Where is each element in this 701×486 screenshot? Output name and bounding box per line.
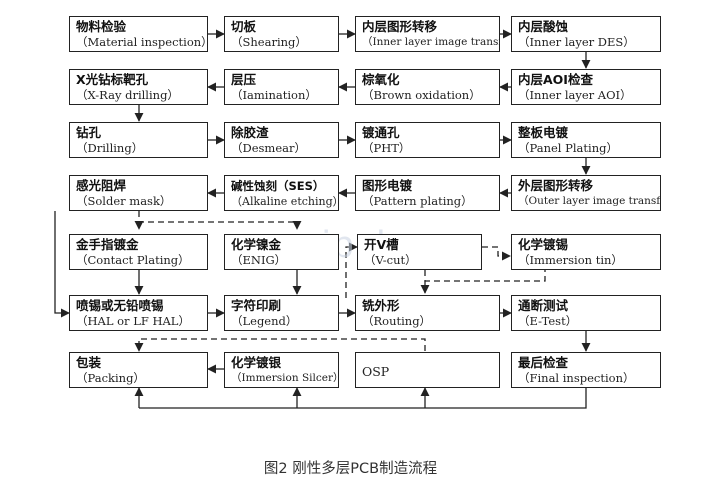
arrow-solder-to-hal [54, 211, 70, 318]
step-zh-label: 包装 [76, 355, 102, 370]
step-en-label: （Legend） [231, 314, 298, 328]
step-en-label: （Immersion Silcer） [231, 372, 339, 384]
step-zh-label: 棕氧化 [362, 72, 400, 87]
step-osp: OSP [355, 352, 500, 388]
step-zh-label: 图形电镀 [362, 178, 413, 193]
step-material-inspection: 物料检验 （Material inspection） [69, 16, 208, 52]
step-zh-label: 字符印刷 [231, 298, 282, 313]
step-brown-oxidation: 棕氧化 （Brown oxidation） [355, 69, 500, 105]
step-zh-label: 内层酸蚀 [518, 19, 569, 34]
step-pattern-plating: 图形电镀 （Pattern plating） [355, 175, 500, 211]
step-solder-mask: 感光阻焊 （Solder mask） [69, 175, 208, 211]
step-zh-label: 化学镀锡 [518, 237, 569, 252]
step-lamination: 层压 （Iamination） [224, 69, 339, 105]
step-en-label: （Contact Plating） [76, 253, 190, 267]
step-zh-label: 钻孔 [76, 125, 102, 140]
return-bus [139, 388, 587, 409]
step-zh-label: X光钻标靶孔 [76, 72, 149, 87]
step-zh-label: 内层图形转移 [362, 19, 438, 34]
step-inner-layer-aoi: 内层AOI检查 （Inner layer AOI） [511, 69, 661, 105]
step-zh-label: 镀通孔 [362, 125, 400, 140]
dashed-vcut-to-routing [424, 270, 546, 282]
step-en-label: （Inner layer DES） [518, 35, 635, 49]
step-zh-label: 整板电镀 [518, 125, 569, 140]
step-en-label: （V-cut） [364, 253, 417, 267]
step-immersion-silver: 化学镀银 （Immersion Silcer） [224, 352, 339, 388]
step-zh-label: 层压 [231, 72, 257, 87]
step-inner-layer-des: 内层酸蚀 （Inner layer DES） [511, 16, 661, 52]
step-en-label: （Inner layer image transfer） [362, 36, 499, 48]
step-pht: 镀通孔 （PHT） [355, 122, 500, 158]
step-inner-layer-image-transfer: 内层图形转移 （Inner layer image transfer） [355, 16, 500, 52]
step-en-label: （HAL or LF HAL） [76, 314, 190, 328]
step-zh-label: 通断测试 [518, 298, 569, 313]
step-alkaline-etching: 碱性蚀刻（SES） （Alkaline etching） [224, 175, 339, 211]
step-zh-label: 物料检验 [76, 19, 127, 34]
step-zh-label: 感光阻焊 [76, 178, 127, 193]
dashed-routing-bypass [134, 338, 426, 352]
step-en-label: （Shearing） [231, 35, 307, 49]
step-en-label: （Drilling） [76, 141, 144, 155]
step-hal: 喷锡或无铅喷锡 （HAL or LF HAL） [69, 295, 208, 331]
step-drilling: 钻孔 （Drilling） [69, 122, 208, 158]
step-en-label: （Alkaline etching） [231, 195, 339, 208]
step-contact-plating: 金手指镀金 （Contact Plating） [69, 234, 208, 270]
step-zh-label: 化学镍金 [231, 237, 282, 252]
step-en-label: （Final inspection） [518, 371, 635, 385]
step-en-label: （X-Ray drilling） [76, 88, 179, 102]
step-vcut: 开V槽 （V-cut） [357, 234, 482, 270]
step-zh-label: 喷锡或无铅喷锡 [76, 298, 164, 313]
step-zh-label: 铣外形 [362, 298, 400, 313]
step-en-label: （Outer layer image transfer） [518, 195, 661, 207]
step-outer-layer-image-transfer: 外层图形转移 （Outer layer image transfer） [511, 175, 661, 211]
step-packing: 包装 （Packing） [69, 352, 208, 388]
step-en-label: （Panel Plating） [518, 141, 618, 155]
step-shearing: 切板 （Shearing） [224, 16, 339, 52]
step-en-label: （PHT） [362, 141, 411, 155]
step-en-label: （Brown oxidation） [362, 88, 481, 102]
step-en-label: （Material inspection） [76, 35, 208, 49]
step-en-label: （Routing） [362, 314, 432, 328]
step-zh-label: 内层AOI检查 [518, 72, 593, 87]
step-zh-label: 开V槽 [364, 237, 399, 252]
step-routing: 铣外形 （Routing） [355, 295, 500, 331]
dashed-enig-to-vcut [345, 242, 358, 298]
step-immersion-tin: 化学镀锡 （Immersion tin） [511, 234, 661, 270]
step-en-label: （Iamination） [231, 88, 317, 102]
step-xray-drilling: X光钻标靶孔 （X-Ray drilling） [69, 69, 208, 105]
step-final-inspection: 最后检查 （Final inspection） [511, 352, 661, 388]
step-etest: 通断测试 （E-Test） [511, 295, 661, 331]
step-zh-label: 碱性蚀刻（SES） [231, 179, 325, 193]
step-en-label: （E-Test） [518, 314, 578, 328]
dashed-solder-branch [138, 211, 297, 223]
figure-caption: 图2 刚性多层PCB制造流程 [263, 461, 438, 477]
step-panel-plating: 整板电镀 （Panel Plating） [511, 122, 661, 158]
step-zh-label: 除胶渣 [231, 125, 269, 140]
step-en-label: （ENIG） [231, 253, 287, 267]
step-zh-label: 金手指镀金 [76, 237, 139, 252]
step-desmear: 除胶渣 （Desmear） [224, 122, 339, 158]
step-enig: 化学镍金 （ENIG） [224, 234, 339, 270]
step-en-label: （Packing） [76, 371, 145, 385]
step-legend: 字符印刷 （Legend） [224, 295, 339, 331]
step-en-label: （Immersion tin） [518, 253, 623, 267]
dashed-vcut-to-tin [482, 246, 511, 261]
step-zh-label: 最后检查 [518, 355, 569, 370]
step-zh-label: 外层图形转移 [518, 178, 594, 193]
step-en-label: （Inner layer AOI） [518, 88, 632, 102]
step-zh-label: 切板 [231, 19, 257, 34]
step-zh-label: 化学镀银 [231, 355, 282, 370]
step-en-label: OSP [362, 363, 390, 379]
step-en-label: （Solder mask） [76, 194, 172, 208]
step-en-label: （Pattern plating） [362, 194, 473, 208]
step-en-label: （Desmear） [231, 141, 306, 155]
